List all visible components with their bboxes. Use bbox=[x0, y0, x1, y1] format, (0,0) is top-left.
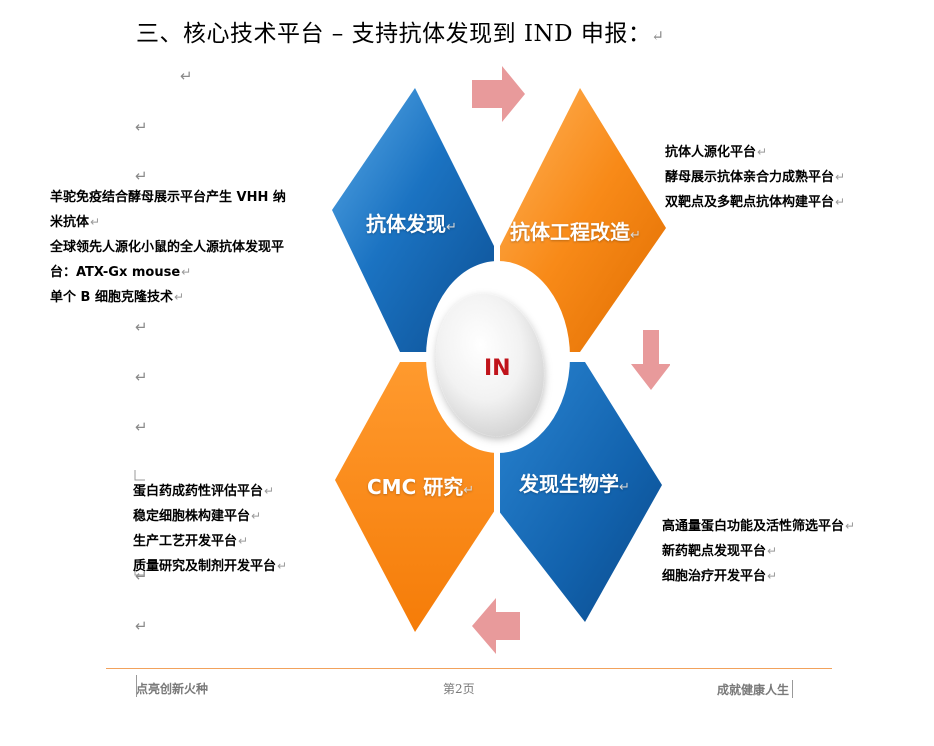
quadrant-label-cmc: CMC 研究↵ bbox=[367, 475, 475, 499]
paragraph-mark: ↵ bbox=[135, 368, 148, 386]
textbox-corner bbox=[134, 470, 145, 481]
list-item: 稳定细胞株构建平台↵ bbox=[133, 509, 262, 524]
paragraph-mark: ↵ bbox=[651, 27, 665, 45]
list-item: 台：ATX-Gx mouse↵ bbox=[50, 265, 192, 280]
list-item: 质量研究及制剂开发平台↵ bbox=[133, 559, 288, 574]
textbox-corner bbox=[134, 565, 145, 576]
paragraph-mark: ↵ bbox=[135, 118, 148, 136]
paragraph-mark: ↵ bbox=[135, 418, 148, 436]
paragraph-mark: ↵ bbox=[135, 617, 148, 635]
center-ellipse bbox=[436, 293, 544, 437]
platform-diagram bbox=[330, 66, 670, 654]
list-item: 双靶点及多靶点抗体构建平台↵ bbox=[665, 195, 846, 210]
arrow-down-icon bbox=[631, 330, 670, 390]
cmc-platform-list: 蛋白药成药性评估平台↵ 稳定细胞株构建平台↵ 生产工艺开发平台↵ 质量研究及制剂… bbox=[133, 479, 287, 579]
list-item: 米抗体↵ bbox=[50, 215, 101, 230]
quadrant-label-biology: 发现生物学↵ bbox=[519, 472, 630, 496]
footer-rule bbox=[106, 668, 832, 669]
list-item: 新药靶点发现平台↵ bbox=[662, 544, 778, 559]
footer-left-slogan: 点亮创新火种 bbox=[136, 682, 209, 696]
center-label: IN bbox=[484, 356, 511, 381]
list-item: 酵母展示抗体亲合力成熟平台↵ bbox=[665, 170, 846, 185]
discovery-platform-list: 羊驼免疫结合酵母展示平台产生 VHH 纳 米抗体↵ 全球领先人源化小鼠的全人源抗… bbox=[50, 185, 286, 310]
arrow-right-icon bbox=[472, 66, 525, 122]
arrow-left-icon bbox=[472, 598, 520, 654]
quadrant-label-engineering: 抗体工程改造↵ bbox=[510, 220, 641, 244]
paragraph-mark: ↵ bbox=[135, 167, 148, 185]
biology-platform-list: 高通量蛋白功能及活性筛选平台↵ 新药靶点发现平台↵ 细胞治疗开发平台↵ bbox=[662, 514, 855, 589]
list-item: 蛋白药成药性评估平台↵ bbox=[133, 484, 275, 499]
footer-left-edge bbox=[136, 675, 137, 697]
list-item: 生产工艺开发平台↵ bbox=[133, 534, 249, 549]
list-item: 细胞治疗开发平台↵ bbox=[662, 569, 778, 584]
paragraph-mark: ↵ bbox=[180, 67, 193, 85]
list-item: 抗体人源化平台↵ bbox=[665, 145, 768, 160]
paragraph-mark: ↵ bbox=[135, 567, 148, 585]
paragraph-mark: ↵ bbox=[135, 318, 148, 336]
quadrant-label-discovery: 抗体发现↵ bbox=[366, 212, 457, 236]
list-item: 全球领先人源化小鼠的全人源抗体发现平 bbox=[50, 240, 285, 255]
page-number: 第2页 bbox=[443, 682, 475, 696]
footer-right-slogan: 成就健康人生 bbox=[717, 680, 794, 698]
list-item: 单个 B 细胞克隆技术↵ bbox=[50, 290, 185, 305]
list-item: 羊驼免疫结合酵母展示平台产生 VHH 纳 bbox=[50, 190, 286, 205]
list-item: 高通量蛋白功能及活性筛选平台↵ bbox=[662, 519, 856, 534]
engineering-platform-list: 抗体人源化平台↵ 酵母展示抗体亲合力成熟平台↵ 双靶点及多靶点抗体构建平台↵ bbox=[665, 140, 845, 215]
section-heading: 三、核心技术平台 – 支持抗体发现到 IND 申报：↵ bbox=[136, 21, 665, 47]
